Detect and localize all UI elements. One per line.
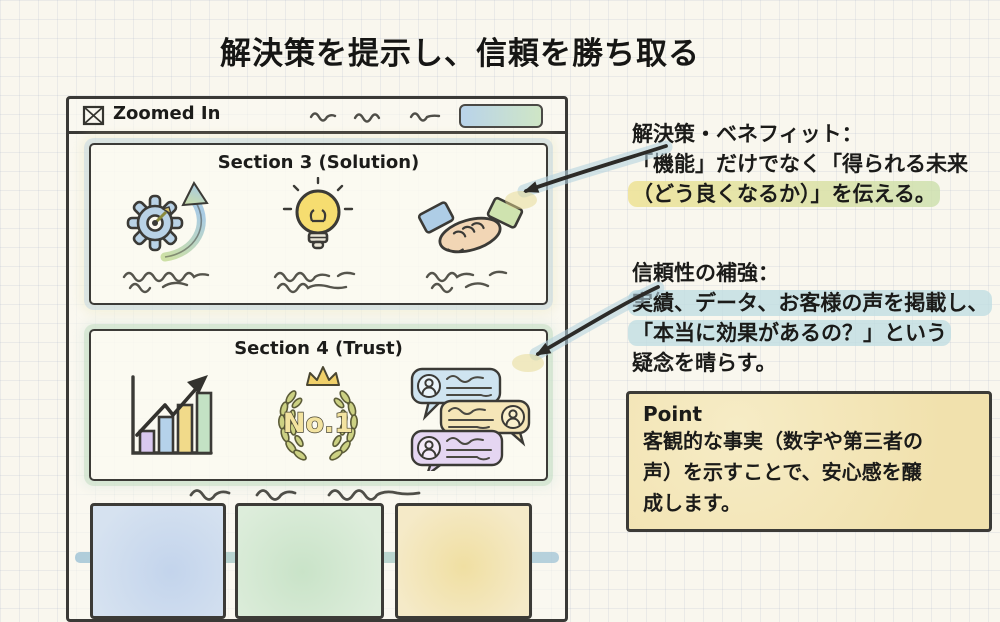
lightbulb-icon xyxy=(283,177,354,250)
point-line: 成します。 xyxy=(643,491,741,515)
image-placeholder-icon xyxy=(82,105,105,126)
annotation-line: 信頼性の補強： xyxy=(632,261,779,285)
no1-laurel-icon: No.1 xyxy=(278,366,360,463)
placeholder-text-squiggle xyxy=(274,271,356,294)
highlighted-text: 「本当に効果があるの？」という xyxy=(628,320,951,346)
placeholder-box-blue xyxy=(90,503,226,619)
point-heading: Point xyxy=(643,402,703,426)
placeholder-text-squiggle xyxy=(425,270,508,294)
window-header: Zoomed In xyxy=(69,99,565,134)
browser-window-wireframe: Zoomed In Section 3 (Solution) xyxy=(66,96,568,622)
section-4-title: Section 4 (Trust) xyxy=(234,338,403,359)
highlighted-text: （どう良くなるか）」を伝える。 xyxy=(628,181,940,207)
testimonials-icon xyxy=(410,367,531,471)
header-button xyxy=(459,104,543,128)
annotation-solution-benefit: 解決策・ベネフィット： 「機能」だけでなく「得られる未来 （どう良くなるか）」を… xyxy=(628,119,968,209)
annotation-line: 解決策・ベネフィット： xyxy=(632,122,863,146)
section-3-title: Section 3 (Solution) xyxy=(217,152,420,173)
no1-label: No.1 xyxy=(283,408,353,439)
window-title: Zoomed In xyxy=(113,103,221,124)
point-callout-box: Point 客観的な事実（数字や第三者の 声）を示すことで、安心感を醸 成します… xyxy=(626,391,992,532)
gear-growth-icon xyxy=(126,180,209,262)
point-line: 客観的な事実（数字や第三者の xyxy=(643,429,923,453)
divider-squiggle-text xyxy=(189,489,421,501)
handshake-icon xyxy=(418,196,524,254)
annotation-line: 疑念を晴らす。 xyxy=(632,351,777,375)
placeholder-text-squiggle xyxy=(122,271,210,294)
placeholder-box-yellow xyxy=(395,503,532,619)
point-line: 声）を示すことで、安心感を醸 xyxy=(643,460,922,484)
annotation-trust-reinforcement: 信頼性の補強： 実績、データ、お客様の声を掲載し、 「本当に効果があるの？」とい… xyxy=(628,258,993,378)
placeholder-box-green xyxy=(235,503,384,619)
page-title: 解決策を提示し、信頼を勝ち取る xyxy=(220,36,700,72)
growth-chart-icon xyxy=(131,375,213,455)
header-squiggle-text xyxy=(309,112,441,123)
section-4-trust-card: Section 4 (Trust) xyxy=(89,329,548,481)
section-3-solution-card: Section 3 (Solution) xyxy=(89,143,548,305)
highlighted-text: 実績、データ、お客様の声を掲載し、 xyxy=(628,290,993,316)
annotation-line: 「機能」だけでなく「得られる未来 xyxy=(632,152,968,176)
